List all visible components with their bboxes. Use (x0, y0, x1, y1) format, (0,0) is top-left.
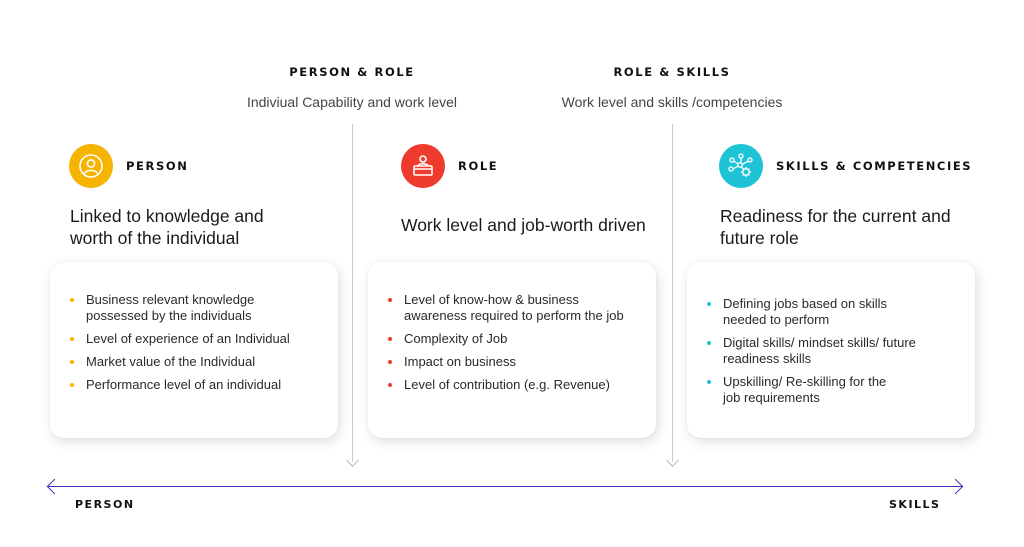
bullet-dot-icon (388, 298, 392, 302)
person-icon (69, 144, 113, 188)
column-person: PERSON (69, 144, 369, 188)
divider-arrow-down-icon (666, 454, 679, 467)
list-item: Level of contribution (e.g. Revenue) (386, 377, 642, 393)
bullet-dot-icon (70, 298, 74, 302)
item-text: readiness skills (723, 351, 812, 366)
item-text: needed to perform (723, 312, 830, 327)
column-skills: SKILLS & COMPETENCIES (719, 144, 1019, 188)
header-title: ROLE & SKILLS (613, 65, 731, 79)
item-text: Digital skills/ mindset skills/ future (723, 335, 916, 350)
item-text: Level of know-how & business (404, 292, 579, 307)
divider-person-role (352, 124, 353, 462)
role-desk-icon (401, 144, 445, 188)
item-text: Business relevant knowledge (86, 292, 255, 307)
item-text: Defining jobs based on skills (723, 296, 888, 311)
item-text: Impact on business (404, 354, 517, 369)
list-item: Complexity of Job (386, 331, 642, 347)
item-text: Level of experience of an Individual (86, 331, 290, 346)
title-line: Work level and job-worth driven (401, 215, 646, 235)
bullet-dot-icon (70, 337, 74, 341)
title-line: future role (720, 228, 799, 248)
person-skills-axis-line (47, 486, 963, 488)
bullet-dot-icon (707, 341, 711, 345)
bullet-dot-icon (70, 360, 74, 364)
item-text: Complexity of Job (404, 331, 508, 346)
title-line: Linked to knowledge and (70, 206, 264, 226)
header-person-role: PERSON & ROLE Indiviual Capability and w… (222, 65, 482, 110)
bullet-dot-icon (707, 380, 711, 384)
header-role-skills: ROLE & SKILLS Work level and skills /com… (542, 65, 802, 110)
column-role: ROLE (401, 144, 701, 188)
header-subtitle: Indiviual Capability and work level (246, 94, 458, 110)
divider-arrow-down-icon (346, 454, 359, 467)
arrow-left-icon (46, 478, 63, 495)
divider-role-skills (672, 124, 673, 462)
title-line: worth of the individual (70, 228, 240, 248)
column-label: PERSON (126, 159, 189, 173)
bullet-dot-icon (388, 360, 392, 364)
bullet-dot-icon (388, 337, 392, 341)
axis-label-right: SKILLS (889, 498, 941, 511)
title-line: Readiness for the current and (720, 206, 951, 226)
list-item: Market value of the Individual (68, 354, 324, 370)
column-label: ROLE (458, 159, 499, 173)
bullet-dot-icon (70, 383, 74, 387)
column-title: Readiness for the current and future rol… (720, 205, 951, 249)
bullet-dot-icon (707, 302, 711, 306)
item-text: Performance level of an individual (86, 377, 282, 392)
column-title: Work level and job-worth driven (401, 214, 646, 236)
item-text: possessed by the individuals (86, 308, 252, 323)
list-item: Performance level of an individual (68, 377, 324, 393)
network-gear-icon (719, 144, 763, 188)
header-title: PERSON & ROLE (289, 65, 415, 79)
item-text: Level of contribution (e.g. Revenue) (404, 377, 610, 392)
column-label: SKILLS & COMPETENCIES (776, 159, 973, 173)
item-text: Upskilling/ Re-skilling for the (723, 374, 887, 389)
axis-label-left: PERSON (75, 498, 135, 511)
item-text: Market value of the Individual (86, 354, 256, 369)
item-text: job requirements (723, 390, 820, 405)
list-item: Level of experience of an Individual (68, 331, 324, 347)
header-subtitle: Work level and skills /competencies (561, 94, 783, 110)
arrow-right-icon (947, 478, 964, 495)
column-title: Linked to knowledge and worth of the ind… (70, 205, 264, 249)
list-item: Impact on business (386, 354, 642, 370)
bullet-dot-icon (388, 383, 392, 387)
item-text: awareness required to perform the job (404, 308, 624, 323)
